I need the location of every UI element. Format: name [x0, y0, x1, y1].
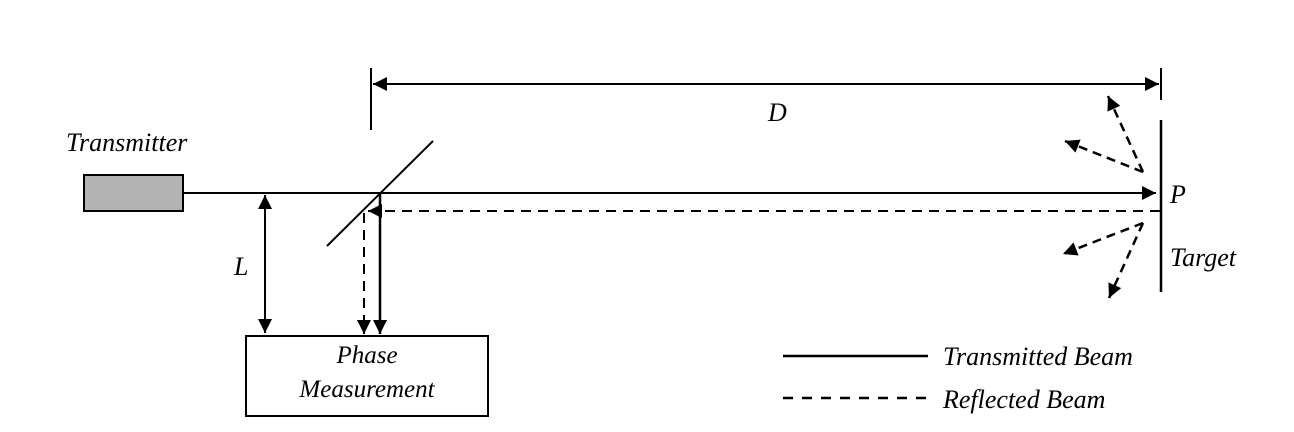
transmitter-box	[83, 174, 184, 212]
distance-label: D	[767, 98, 787, 127]
legend-transmitted-label: Transmitted Beam	[943, 342, 1133, 371]
transmitter-label: Transmitter	[66, 128, 188, 157]
phase-label-line1: Phase	[335, 342, 397, 369]
legend-reflected-label: Reflected Beam	[942, 385, 1105, 414]
scatter-arrow-down-left	[1062, 221, 1144, 256]
phase-label-line2: Measurement	[298, 376, 435, 403]
offset-label: L	[233, 252, 248, 281]
target-label: Target	[1170, 243, 1237, 272]
scatter-arrow-down-steep	[1107, 222, 1145, 299]
phase-measurement-box	[245, 335, 489, 417]
point-label: P	[1169, 180, 1186, 209]
scatter-arrow-up-left	[1064, 139, 1144, 174]
